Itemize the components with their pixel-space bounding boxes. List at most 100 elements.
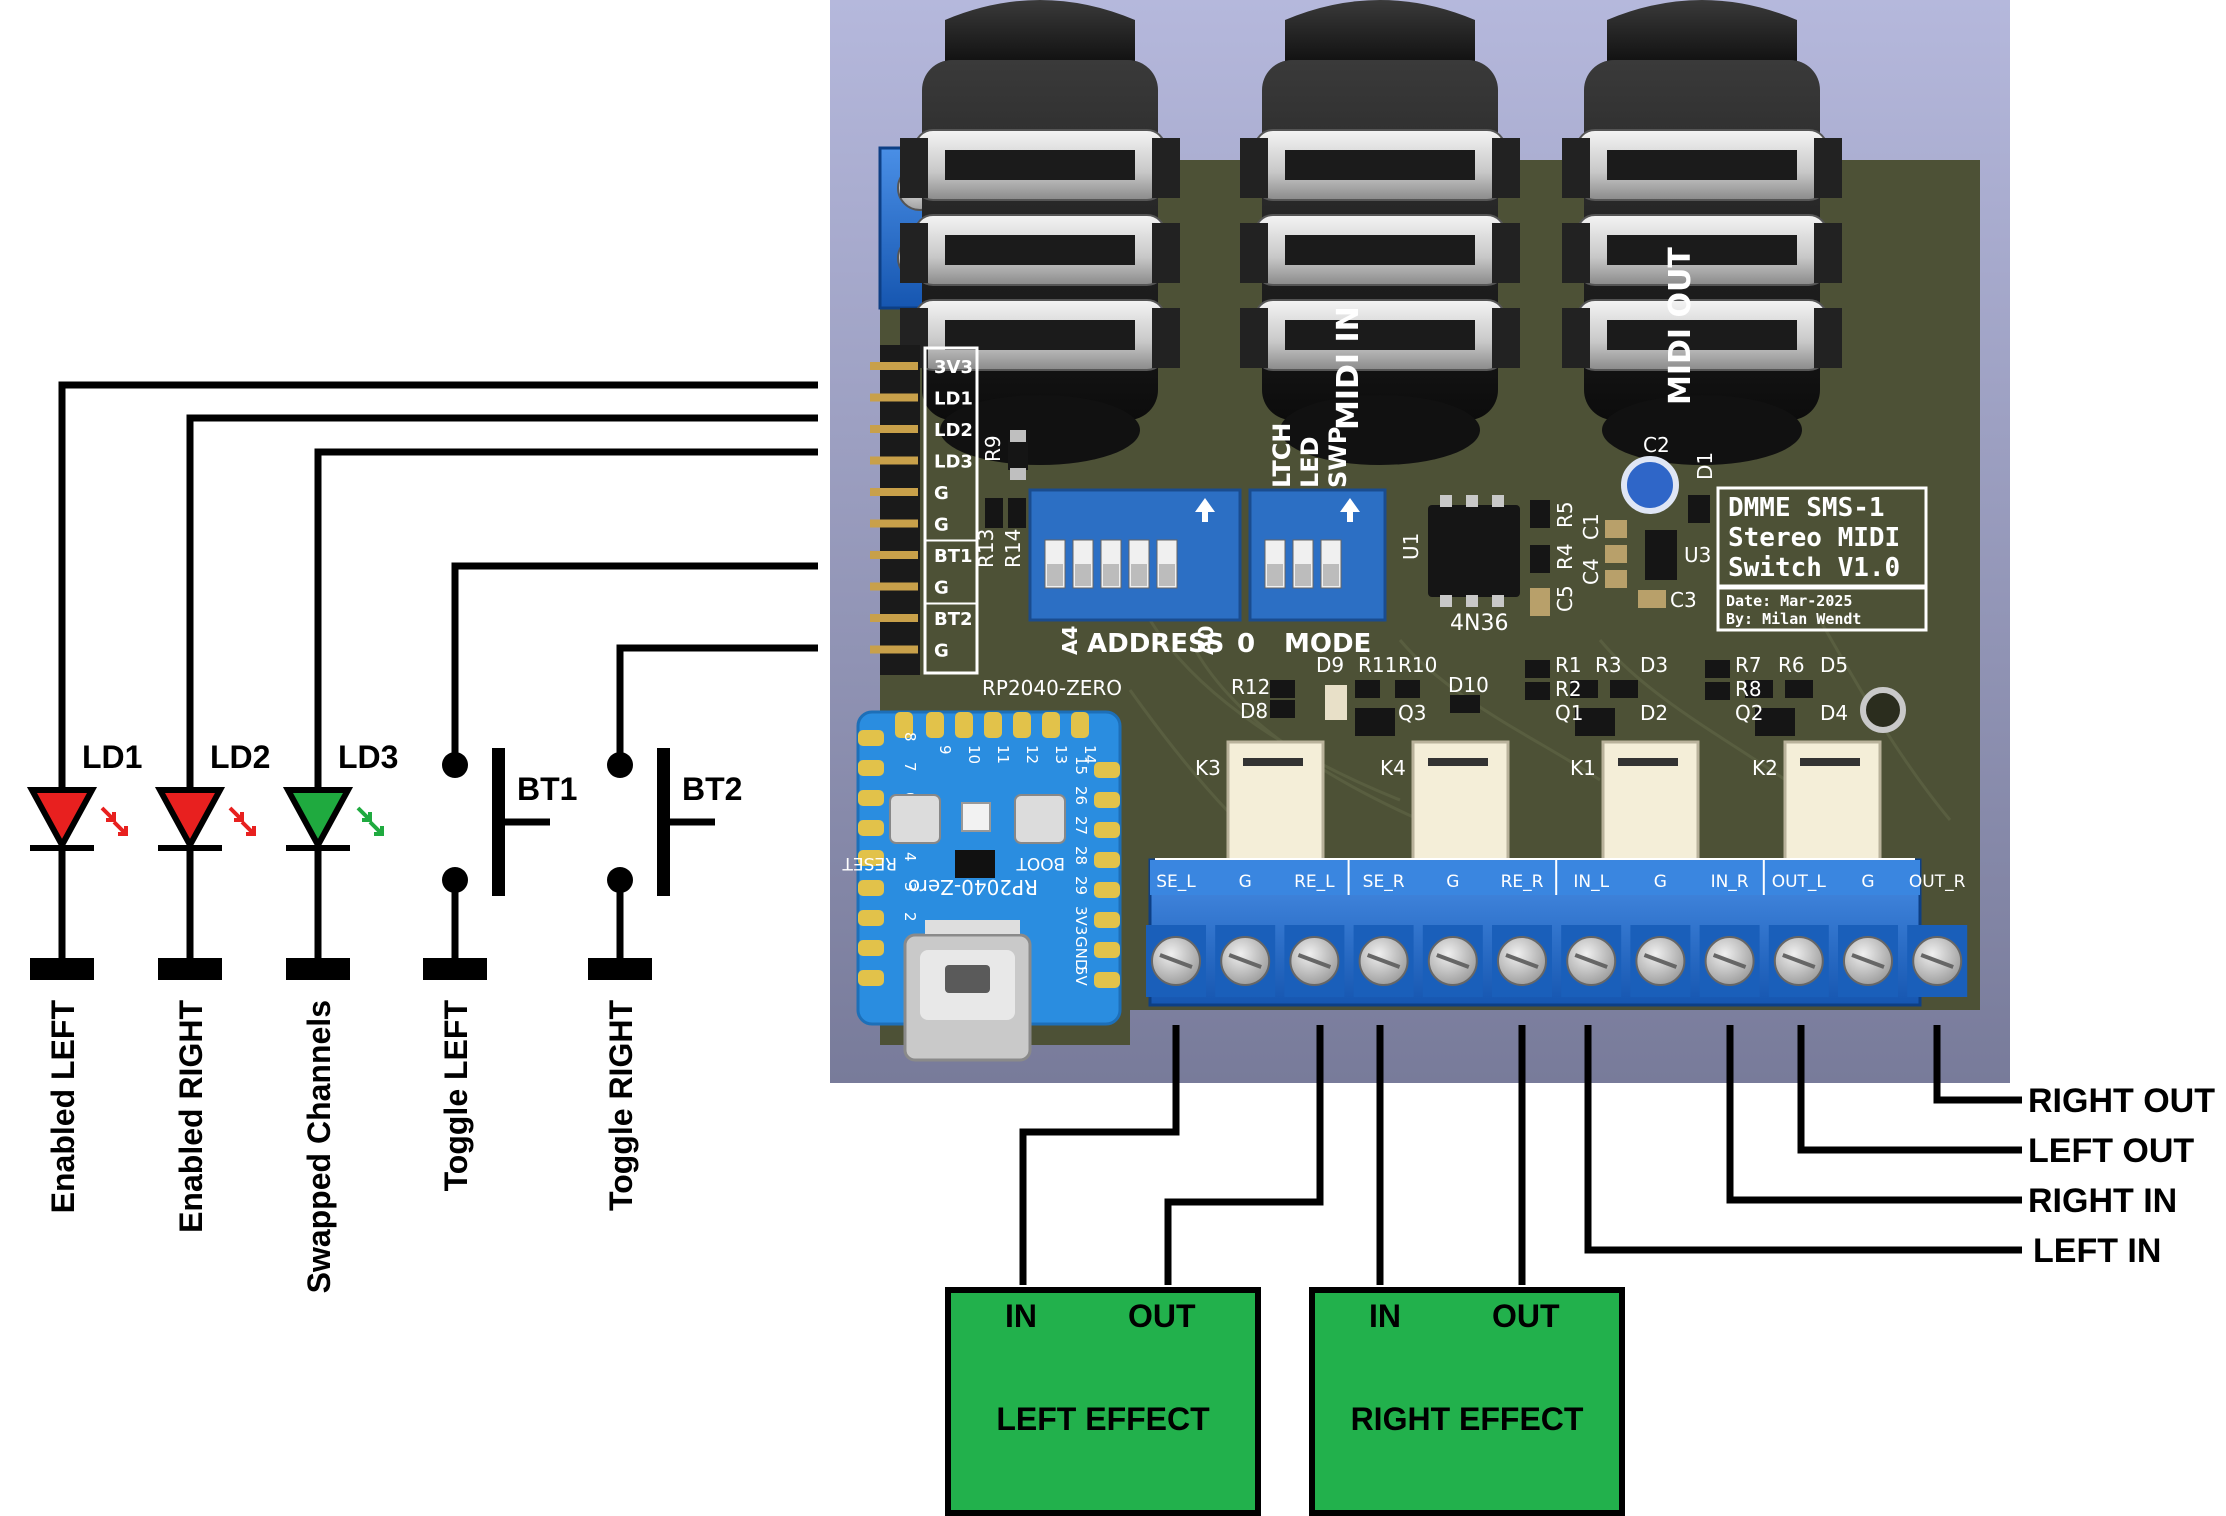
button-label: Toggle LEFT — [438, 1000, 474, 1192]
terminal-label: SE_R — [1363, 872, 1405, 892]
left-effect-box: IN OUT LEFT EFFECT — [945, 1287, 1261, 1516]
wire-send-left — [1019, 1025, 1180, 1285]
terminal-label: G — [1446, 872, 1459, 892]
terminal-label: RE_R — [1501, 872, 1544, 892]
mode-label: MODE — [1284, 629, 1371, 659]
module-pad — [858, 760, 884, 776]
wire-left-in — [1584, 1025, 2022, 1254]
terminal-label: SE_L — [1156, 872, 1196, 892]
module-pin-label: 12 — [1023, 745, 1041, 764]
module-pad — [1094, 852, 1120, 868]
module-pad — [955, 712, 973, 738]
audio-jacks — [900, 0, 1842, 465]
left-effect-in: IN — [1005, 1298, 1037, 1334]
button-plunger — [657, 748, 670, 896]
module-pad — [858, 940, 884, 956]
right-effect-out: OUT — [1492, 1298, 1560, 1334]
led-label: Enabled LEFT — [45, 1000, 81, 1214]
pcb-render: MIDI IN MIDI OUT 3V3LD1LD2LD3GGBT1GBT2G … — [830, 0, 2010, 1083]
address-a4: A4 — [1058, 626, 1082, 655]
relay-ref: K3 — [1195, 756, 1221, 780]
header-pin-label: G — [934, 515, 949, 536]
module-pin-label: 10 — [965, 745, 983, 764]
relay: K3 — [1195, 740, 1325, 879]
header-pin-label: LD2 — [934, 420, 973, 441]
ground-bar — [588, 958, 652, 980]
effect-wires — [1019, 1025, 1526, 1285]
title-line-2: Stereo MIDI — [1728, 523, 1900, 553]
module-pad — [1094, 822, 1120, 838]
terminal-label: OUT_L — [1772, 872, 1827, 892]
relay: K2 — [1752, 740, 1882, 879]
module-pin-label: 3V3 — [1072, 906, 1090, 935]
button-plunger — [492, 748, 505, 896]
small-parts-mid: R5 R4 C5 C1 C4 C2 U3 C3 D1 — [1530, 433, 1717, 616]
terminal-label: G — [1654, 872, 1667, 892]
module-pad — [858, 850, 884, 866]
label-right-in: RIGHT IN — [2028, 1182, 2177, 1220]
zero-label: 0 — [1237, 629, 1255, 659]
header-pin — [870, 551, 918, 559]
audio-jack — [1562, 0, 1842, 465]
driver-parts: R12 D8 D9 R11 R10 Q3 D10 R1 R2 R3 D3 Q1 … — [1231, 653, 1848, 736]
ref-r14: R14 — [1001, 529, 1025, 568]
module-pin-label: 11 — [994, 745, 1012, 764]
audio-jack — [1240, 0, 1520, 465]
ref-r13: R13 — [974, 529, 998, 568]
address-label: ADDRESS — [1087, 629, 1224, 659]
label-left-in: LEFT IN — [2033, 1232, 2161, 1270]
right-effect-title: RIGHT EFFECT — [1351, 1401, 1584, 1437]
ref-r10: R10 — [1398, 653, 1437, 677]
dip-switch-address — [1028, 488, 1242, 622]
module-pad — [1094, 792, 1120, 808]
led-label: Swapped Channels — [301, 1000, 337, 1293]
module-pin-label: GND — [1072, 936, 1090, 970]
header-pin-label: G — [934, 641, 949, 662]
ref-r11: R11 — [1358, 653, 1397, 677]
header-wires — [58, 381, 818, 790]
module-pin-label: 2 — [901, 912, 919, 922]
module-chip: RP2040-Zero — [908, 875, 1038, 899]
ref-d1: D1 — [1693, 452, 1717, 480]
module-pin-label: 4 — [901, 852, 919, 862]
switch-label-led: LED — [1296, 436, 1324, 488]
ref-4n36: 4N36 — [1450, 611, 1508, 636]
relay: K4 — [1380, 740, 1510, 879]
ground-bar — [423, 958, 487, 980]
ref-d5: D5 — [1820, 653, 1848, 677]
led-ref: LD3 — [338, 739, 398, 775]
ref-d10: D10 — [1448, 673, 1489, 697]
ref-c1: C1 — [1579, 513, 1603, 540]
relay-ref: K2 — [1752, 756, 1778, 780]
title-line-3: Switch V1.0 — [1728, 553, 1900, 583]
ground-bar — [158, 958, 222, 980]
switch-label-ltch: LTCH — [1268, 423, 1296, 488]
header-pin-label: LD1 — [934, 389, 973, 410]
header-pin-label: 3V3 — [934, 357, 973, 378]
terminal-label: RE_L — [1294, 872, 1335, 892]
ref-r9: R9 — [981, 435, 1005, 462]
ref-r4: R4 — [1553, 543, 1577, 570]
ref-r8: R8 — [1735, 677, 1762, 701]
module-pad — [926, 712, 944, 738]
module-pad — [858, 910, 884, 926]
terminal-label: IN_L — [1573, 872, 1609, 892]
wire-bt1 — [451, 562, 818, 755]
module-pin-label: 27 — [1072, 816, 1090, 835]
header-pin-label: BT1 — [934, 546, 973, 567]
module-pin-label: 15 — [1072, 756, 1090, 775]
small-parts-left: R9 R13 R14 — [974, 430, 1028, 568]
module-pin-label: 7 — [901, 762, 919, 772]
dip-switch-mode — [1248, 488, 1387, 622]
terminal-label: G — [1861, 872, 1874, 892]
ref-r3: R3 — [1595, 653, 1622, 677]
right-effect-in: IN — [1369, 1298, 1401, 1334]
module-pin-label: 13 — [1052, 745, 1070, 764]
module-pad — [858, 790, 884, 806]
switch-label-swp: SWP — [1324, 427, 1352, 488]
